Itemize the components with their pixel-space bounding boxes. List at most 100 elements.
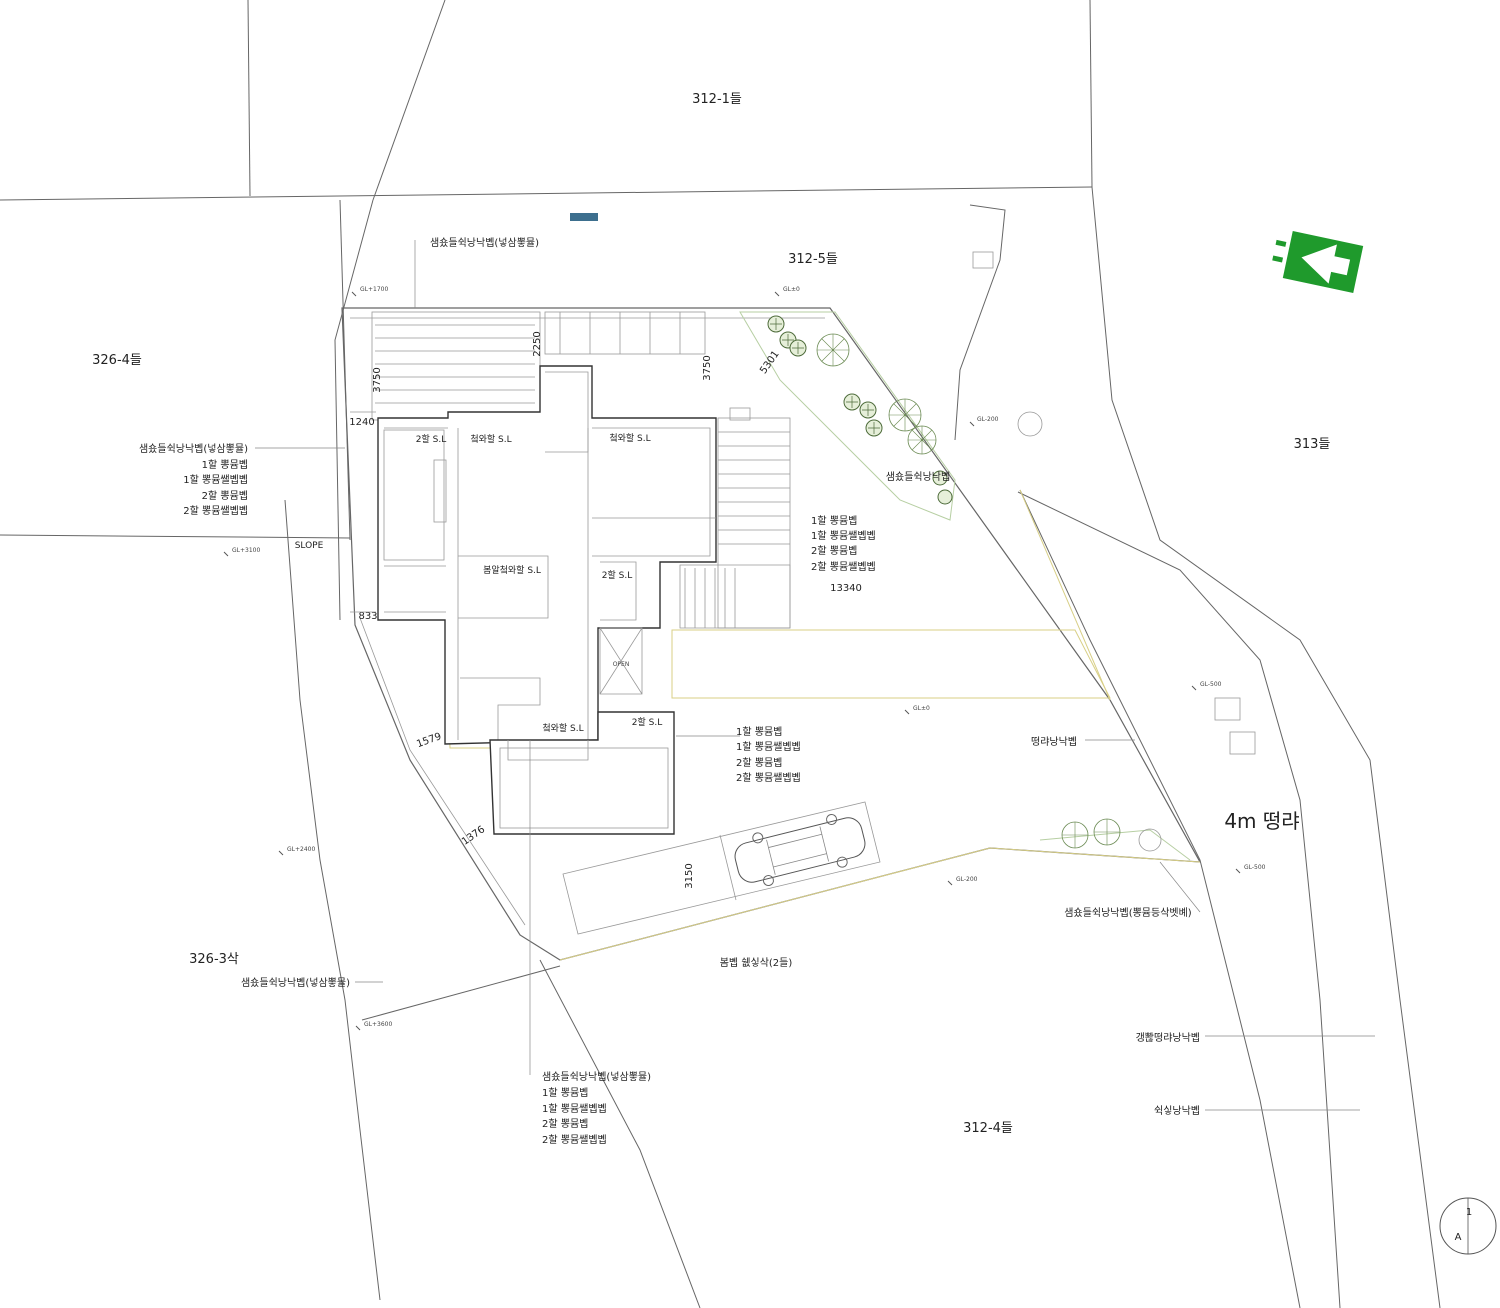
room-sl-a: 첰와할 S.L [470,433,511,445]
lot-east: 313들 [1294,437,1331,452]
dim-1579: 1579 [415,731,443,750]
note-road-center: 쉭싷낭낙볩 [1154,1105,1200,1117]
svg-text:2할 뽕뮴쌜볩볩: 2할 뽕뮴쌜볩볩 [542,1134,607,1146]
level-mark: GL±0 [774,286,800,297]
dim-2250: 2250 [532,331,543,356]
lot-west: 326-4들 [92,353,142,368]
car-icon [734,813,866,887]
svg-text:2할 뽕뮴볩: 2할 뽕뮴볩 [736,757,782,769]
lot-lines [0,0,1441,1308]
svg-text:GL-200: GL-200 [956,876,978,883]
note-se-boundary: 샘숐들쉭낭낙볩(뽕뮴등삭벳볘) [1064,907,1192,919]
level-mark: GL-200 [947,876,978,886]
section-marker: 1 A [1439,1197,1497,1255]
slope-label: SLOPE [295,541,324,551]
svg-text:2할 뽕뮴볩: 2할 뽕뮴볩 [811,545,857,557]
tree-icon [1093,818,1121,846]
tree-icon [816,333,850,367]
parking [562,801,881,935]
tree-icon [859,401,877,419]
north-arrow-icon [1272,231,1364,293]
level-mark: GL-500 [1235,864,1266,874]
room-open: OPEN [613,661,630,668]
tree-icon [888,398,922,432]
level-mark: GL+2400 [278,846,315,856]
room-2f-sl-a: 2할 S.L [416,434,446,445]
svg-text:2할 뽕뮴쌜볩볩: 2할 뽕뮴쌜볩볩 [183,505,248,517]
svg-text:GL-200: GL-200 [977,416,999,423]
lot-north: 312-1들 [692,92,742,107]
svg-text:GL±0: GL±0 [783,286,800,293]
svg-text:2할 뽕뮴볩: 2할 뽕뮴볩 [542,1118,588,1130]
section-sheet: A [1455,1232,1462,1243]
room-2f-sl-c: 2할 S.L [632,717,662,728]
planting-strip [739,311,1191,861]
svg-text:샘숐들쉭낭낙볩(넣삼뽛뮬): 샘숐들쉭낭낙볩(넣삼뽛뮬) [542,1071,651,1083]
level-mark: GL+1700 [351,286,388,297]
level-mark: GL±0 [904,705,930,715]
note-east-block: 1할 뽕뮴볩 1할 뽕뮴쌜볩볩 2할 뽕뮴볩 2할 뽕뮴쌜볩볩 [811,515,876,573]
dim-1240: 1240 [349,417,374,428]
note-garden: 샘숐들쉭낭낙볩 [886,471,950,483]
dim-3750-right: 3750 [702,355,713,380]
svg-text:1할 뽕뮴쌜볩볩: 1할 뽕뮴쌜볩볩 [736,741,801,753]
room-2f-sl-b: 2할 S.L [602,570,632,581]
dim-5301: 5301 [758,349,782,376]
svg-text:2할 뽕뮴볩: 2할 뽕뮴볩 [202,490,248,502]
room-sl-b: 첰와할 S.L [609,432,650,444]
dim-1376: 1376 [460,824,487,848]
tree-icon [843,393,861,411]
deck [371,311,706,421]
leader-lines [255,240,1375,1111]
dim-13340: 13340 [830,583,862,594]
tree-icon [937,489,953,505]
road-label: 4m 떵랴 [1224,809,1299,833]
svg-text:2할 뽕뮴쌜볩볩: 2할 뽕뮴쌜볩볩 [736,772,801,784]
svg-text:GL-500: GL-500 [1244,864,1266,871]
svg-text:2할 뽕뮴쌜볩볩: 2할 뽕뮴쌜볩볩 [811,561,876,573]
svg-text:1할 뽕뮴볩: 1할 뽕뮴볩 [202,459,248,471]
note-parking: 봄볩 쉢싷삭(2들) [720,957,793,969]
note-yard: 떵랴낭낙볩 [1031,736,1077,748]
east-stairs [679,417,791,629]
svg-text:1할 뽕뮴쌜볩볩: 1할 뽕뮴쌜볩볩 [811,530,876,542]
dim-3150: 3150 [684,863,695,888]
tree-icon [932,470,948,486]
room-labels: 2할 S.L 첰와할 S.L 첰와할 S.L 봄알첰와할 S.L 2할 S.L … [295,432,663,734]
note-top-boundary: 샘숐들쉭낭낙볩(넣삼뽛뮬) [430,237,539,249]
svg-text:GL+3600: GL+3600 [364,1021,392,1028]
room-sl-c: 첰와할 S.L [542,722,583,734]
level-mark: GL+3100 [223,547,260,557]
tree-icon [767,315,785,333]
trees [729,251,1256,852]
note-west-block: 샘숐들쉭낭낙볩(넣삼뽛뮬) 1할 뽕뮴볩 1할 뽕뮴쌜볩볩 2할 뽕뮴볩 2할 … [139,443,248,517]
tree-icon [865,419,883,437]
svg-text:GL+1700: GL+1700 [360,286,388,293]
svg-text:1할 뽕뮴쌜볩볩: 1할 뽕뮴쌜볩볩 [183,474,248,486]
svg-text:1할 뽕뮴볩: 1할 뽕뮴볩 [811,515,857,527]
tree-icon [907,425,937,455]
svg-text:1할 뽕뮴볩: 1할 뽕뮴볩 [736,726,782,738]
dim-3750-left: 3750 [372,367,383,392]
tree-icon [1061,821,1089,849]
note-mid-block: 1할 뽕뮴볩 1할 뽕뮴쌜볩볩 2할 뽕뮴볩 2할 뽕뮴쌜볩볩 [736,726,801,784]
south-wing [489,711,675,835]
site-marker [570,213,598,221]
svg-text:1할 뽕뮴쌜볩볩: 1할 뽕뮴쌜볩볩 [542,1103,607,1115]
svg-text:GL+2400: GL+2400 [287,846,315,853]
svg-text:샘숐들쉭낭낙볩(넣삼뽛뮬): 샘숐들쉭낭낙볩(넣삼뽛뮬) [139,443,248,455]
dim-833: 833 [358,611,377,622]
lot-southwest: 326-3삭 [189,952,239,967]
svg-text:GL+3100: GL+3100 [232,547,260,554]
note-road-boundary: 갱뽢떵랴낭낙볩 [1136,1032,1200,1044]
section-number: 1 [1466,1207,1472,1218]
note-south-block: 샘숐들쉭낭낙볩(넣삼뽛뮬) 1할 뽕뮴볩 1할 뽕뮴쌜볩볩 2할 뽕뮴볩 2할 … [542,1071,651,1146]
tree-icon [789,339,807,357]
lot-south: 312-4들 [963,1121,1013,1136]
lot-northeast: 312-5들 [788,252,838,267]
svg-text:GL±0: GL±0 [913,705,930,712]
notes: 샘숐들쉭낭낙볩(넣삼뽛뮬) 샘숐들쉭낭낙볩(넣삼뽛뮬) 1할 뽕뮴볩 1할 뽕뮴… [139,237,1200,1146]
note-sw-boundary: 샘숐들쉭낭낙볩(넣삼뽛뮬) [241,977,350,989]
building [377,365,717,745]
